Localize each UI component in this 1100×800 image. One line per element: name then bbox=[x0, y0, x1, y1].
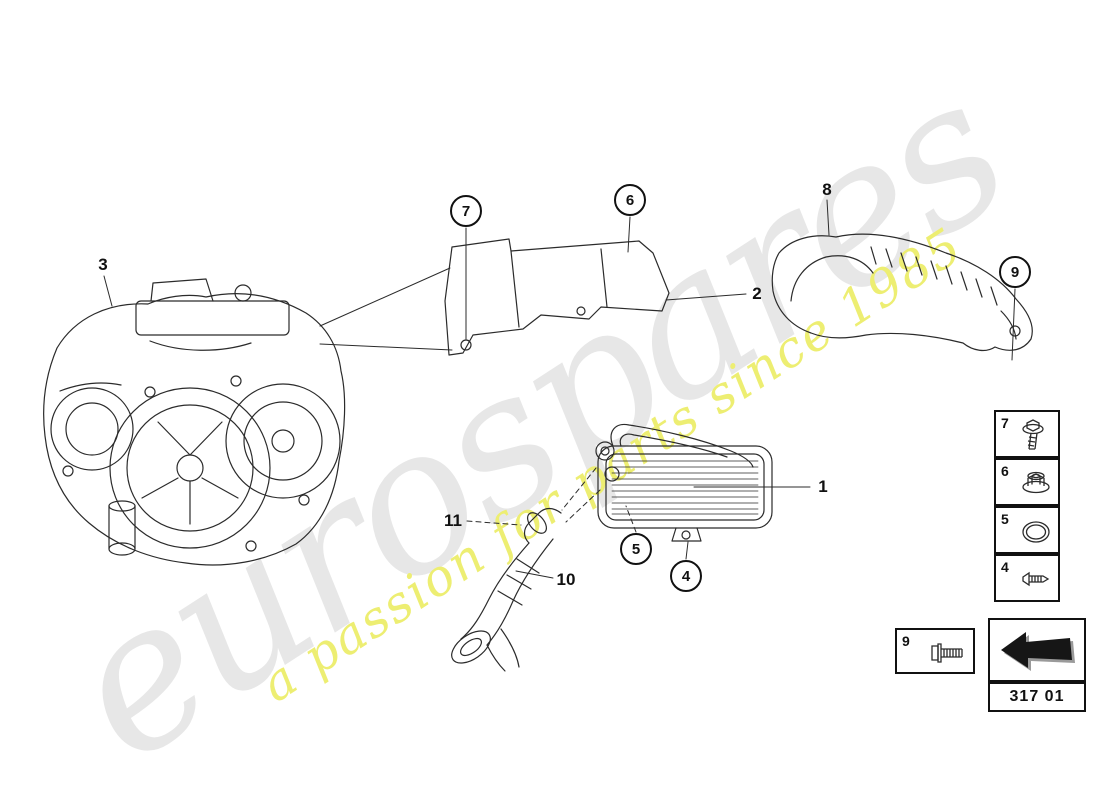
callout-circle-6[interactable]: 6 bbox=[614, 184, 646, 216]
callout-label-10[interactable]: 10 bbox=[556, 570, 576, 589]
legend-item-drain-plug[interactable]: 4 bbox=[994, 554, 1060, 602]
oil-pipe-drawing bbox=[451, 507, 562, 672]
legend-number: 5 bbox=[1001, 511, 1009, 527]
flange-nut-icon bbox=[1022, 471, 1050, 494]
callout-label-1[interactable]: 1 bbox=[818, 477, 828, 496]
assembly-lines bbox=[319, 267, 453, 351]
legend-item-flange-nut[interactable]: 6 bbox=[994, 458, 1060, 506]
diagram-code-box: 317 01 bbox=[988, 682, 1086, 712]
back-arrow-icon bbox=[1001, 632, 1075, 671]
legend-item-socket-bolt[interactable]: 9 bbox=[895, 628, 975, 674]
heat-shield-drawing bbox=[444, 238, 670, 356]
diagram-code: 317 01 bbox=[1009, 688, 1065, 705]
legend-item-flange-bolt[interactable]: 7 bbox=[994, 410, 1060, 458]
flange-bolt-icon bbox=[1022, 419, 1044, 450]
drain-plug-icon bbox=[1022, 571, 1050, 587]
dashed-links bbox=[466, 467, 637, 533]
legend-number: 7 bbox=[1001, 415, 1009, 431]
o-ring-icon bbox=[1022, 521, 1050, 543]
callout-circle-5[interactable]: 5 bbox=[620, 533, 652, 565]
callout-circle-4[interactable]: 4 bbox=[670, 560, 702, 592]
cover-drawing bbox=[771, 233, 1033, 352]
callout-label-11[interactable]: 11 bbox=[444, 511, 462, 530]
gearbox-drawing bbox=[43, 278, 346, 566]
callout-label-3[interactable]: 3 bbox=[98, 255, 108, 274]
legend-number: 4 bbox=[1001, 559, 1009, 575]
nav-arrow-box[interactable] bbox=[988, 618, 1086, 682]
callout-label-8[interactable]: 8 bbox=[822, 180, 832, 199]
callout-circle-9[interactable]: 9 bbox=[999, 256, 1031, 288]
legend-item-o-ring[interactable]: 5 bbox=[994, 506, 1060, 554]
oil-cooler-drawing bbox=[595, 423, 773, 542]
watermark-tagline: a passion for parts since 1985 bbox=[250, 216, 973, 714]
socket-bolt-icon bbox=[931, 643, 963, 663]
callout-label-2[interactable]: 2 bbox=[752, 284, 762, 303]
callout-circle-7[interactable]: 7 bbox=[450, 195, 482, 227]
leader-lines bbox=[103, 199, 1016, 579]
legend-number: 6 bbox=[1001, 463, 1009, 479]
legend-number: 9 bbox=[902, 633, 910, 649]
